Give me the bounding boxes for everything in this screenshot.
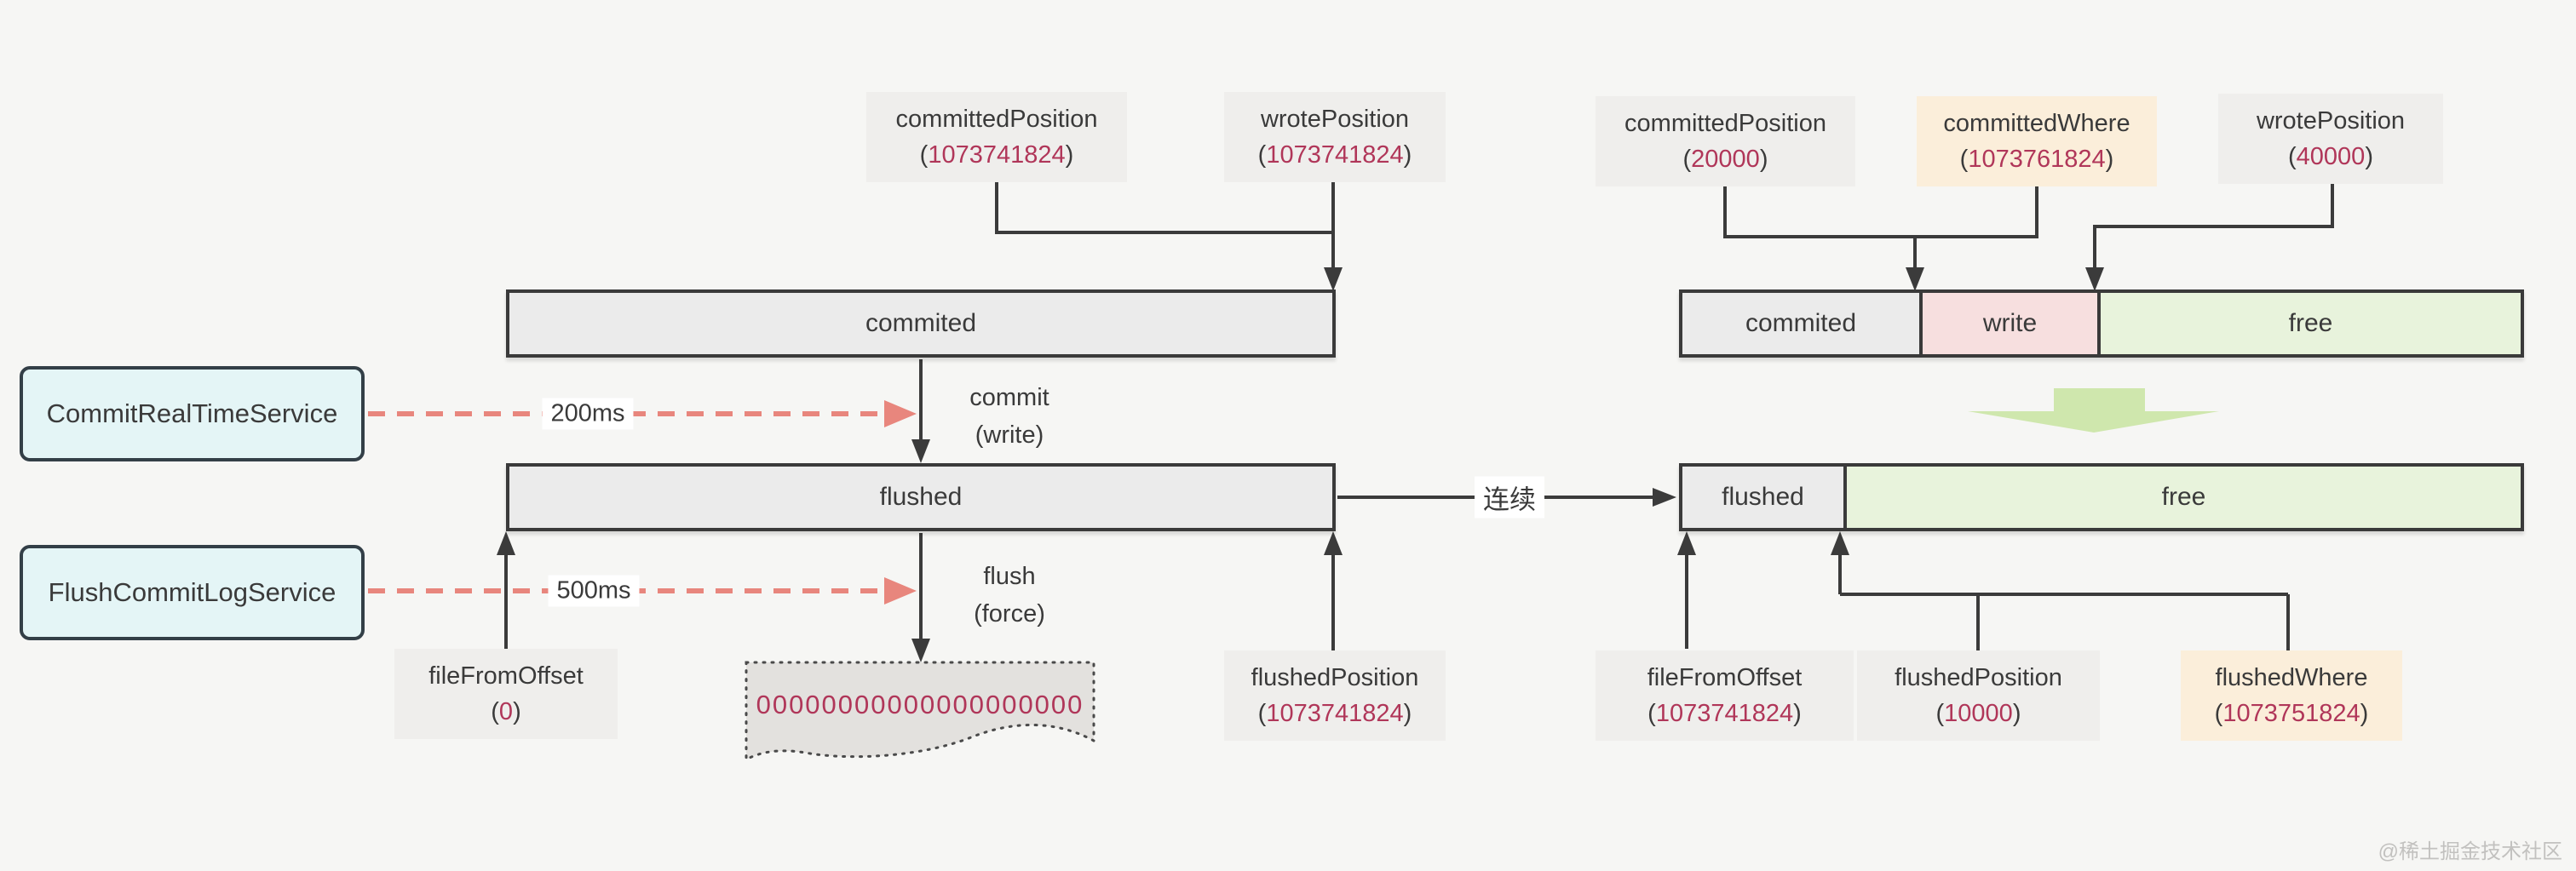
service-label: FlushCommitLogService xyxy=(48,577,336,607)
arrowhead-down-icon xyxy=(911,639,930,662)
bar-segment-free: free xyxy=(1843,467,2521,528)
label-box-committedwhere: committedWhere 1073761824 xyxy=(1917,96,2157,187)
label-value: 1073741824 xyxy=(871,137,1122,173)
label-box-flushedposition-main: flushedPosition 1073741824 xyxy=(1224,650,1446,742)
label-value: 1073761824 xyxy=(1922,141,2152,177)
arrowhead-down-icon xyxy=(911,439,930,463)
green-down-arrow-icon xyxy=(1968,388,2219,433)
connector-committedposition-main xyxy=(995,181,1333,234)
label-name: fileFromOffset xyxy=(1647,664,1803,691)
label-value: 0 xyxy=(400,694,612,730)
label-name: flushedPosition xyxy=(1251,664,1419,691)
arrowhead-up-icon xyxy=(1831,531,1849,555)
bar-segment-label: commited xyxy=(865,309,977,337)
label-box-committedposition-right: committedPosition 20000 xyxy=(1596,96,1855,187)
watermark: @稀土掘金技术社区 xyxy=(2378,840,2562,863)
label-name: committedWhere xyxy=(1943,110,2130,137)
label-value: 1073741824 xyxy=(1229,696,1440,731)
label-name: fileFromOffset xyxy=(428,662,584,690)
flushed-bar: flushed xyxy=(506,463,1336,531)
arrowheads xyxy=(497,267,2104,662)
bar-segment-label: flushed xyxy=(1722,483,1804,511)
commit-interval-chip: 200ms xyxy=(542,398,634,430)
label-name: flushedPosition xyxy=(1895,664,2062,691)
bar-segment-flushed: flushed xyxy=(1682,467,1843,528)
connector-flushed-bracket-right xyxy=(1838,545,2290,650)
arrowhead-up-icon xyxy=(497,531,515,555)
bar-segment-label: free xyxy=(2288,309,2333,337)
label-box-flushedposition-right: flushedPosition 10000 xyxy=(1857,650,2100,742)
label-value: 40000 xyxy=(2223,139,2438,175)
arrowhead-up-icon xyxy=(1324,531,1343,555)
continuous-label-chip: 连续 xyxy=(1475,476,1544,519)
label-value: 1073741824 xyxy=(1601,696,1849,731)
committed-bar: commited xyxy=(506,289,1336,358)
bar-segment-committed: commited xyxy=(509,293,1332,354)
label-box-wroteposition-right: wrotePosition 40000 xyxy=(2218,94,2443,185)
bar-segment-free: free xyxy=(2097,293,2521,354)
label-box-flushedwhere: flushedWhere 1073751824 xyxy=(2181,650,2402,742)
flush-commitlog-service-box: FlushCommitLogService xyxy=(20,545,365,640)
bar-segment-write: write xyxy=(1919,293,2097,354)
commit-action-label: commit (write) xyxy=(969,384,1049,449)
label-box-filefromoffset-main: fileFromOffset 0 xyxy=(394,649,618,740)
flush-action-label: flush (force) xyxy=(974,563,1045,627)
label-name: wrotePosition xyxy=(1260,106,1410,133)
label-name: committedPosition xyxy=(895,106,1098,133)
arrowhead-right-icon xyxy=(884,400,917,427)
right-top-bar: commited write free xyxy=(1679,289,2524,358)
torn-paper-shape xyxy=(745,661,1095,762)
label-name: flushedWhere xyxy=(2215,664,2368,691)
flush-interval-chip: 500ms xyxy=(548,575,640,607)
label-box-filefromoffset-right: fileFromOffset 1073741824 xyxy=(1596,650,1854,742)
connector-committed-bracket-right xyxy=(1723,183,2038,238)
commit-realtime-service-box: CommitRealTimeService xyxy=(20,366,365,461)
bar-segment-committed: commited xyxy=(1682,293,1919,354)
label-box-committedposition-main: committedPosition 1073741824 xyxy=(866,92,1127,183)
solid-connector-lines xyxy=(504,181,2334,652)
label-value: 1073741824 xyxy=(1229,137,1440,173)
bar-segment-label: free xyxy=(2161,483,2206,511)
bar-segment-flushed: flushed xyxy=(509,467,1332,528)
label-name: committedPosition xyxy=(1624,110,1826,137)
bar-segment-label: write xyxy=(1982,309,2038,337)
label-box-wroteposition-main: wrotePosition 1073741824 xyxy=(1224,92,1446,183)
arrowhead-up-icon xyxy=(1677,531,1696,555)
bar-segment-label: flushed xyxy=(879,483,963,511)
arrowhead-down-icon xyxy=(1906,267,1924,291)
commitlog-file-name: 00000000000000000000 xyxy=(756,690,1084,719)
arrowhead-down-icon xyxy=(1324,267,1343,291)
label-value: 10000 xyxy=(1862,696,2095,731)
connector-wroteposition-right xyxy=(2093,181,2334,281)
dashed-arrowheads xyxy=(884,400,917,605)
label-value: 1073751824 xyxy=(2186,696,2397,731)
label-value: 20000 xyxy=(1601,141,1850,177)
right-bottom-bar: flushed free xyxy=(1679,463,2524,531)
label-name: wrotePosition xyxy=(2256,107,2406,135)
bar-segment-label: commited xyxy=(1745,309,1857,337)
arrowhead-right-icon xyxy=(1653,488,1676,507)
service-label: CommitRealTimeService xyxy=(46,398,338,428)
arrowhead-right-icon xyxy=(884,577,917,605)
arrowhead-down-icon xyxy=(2085,267,2104,291)
